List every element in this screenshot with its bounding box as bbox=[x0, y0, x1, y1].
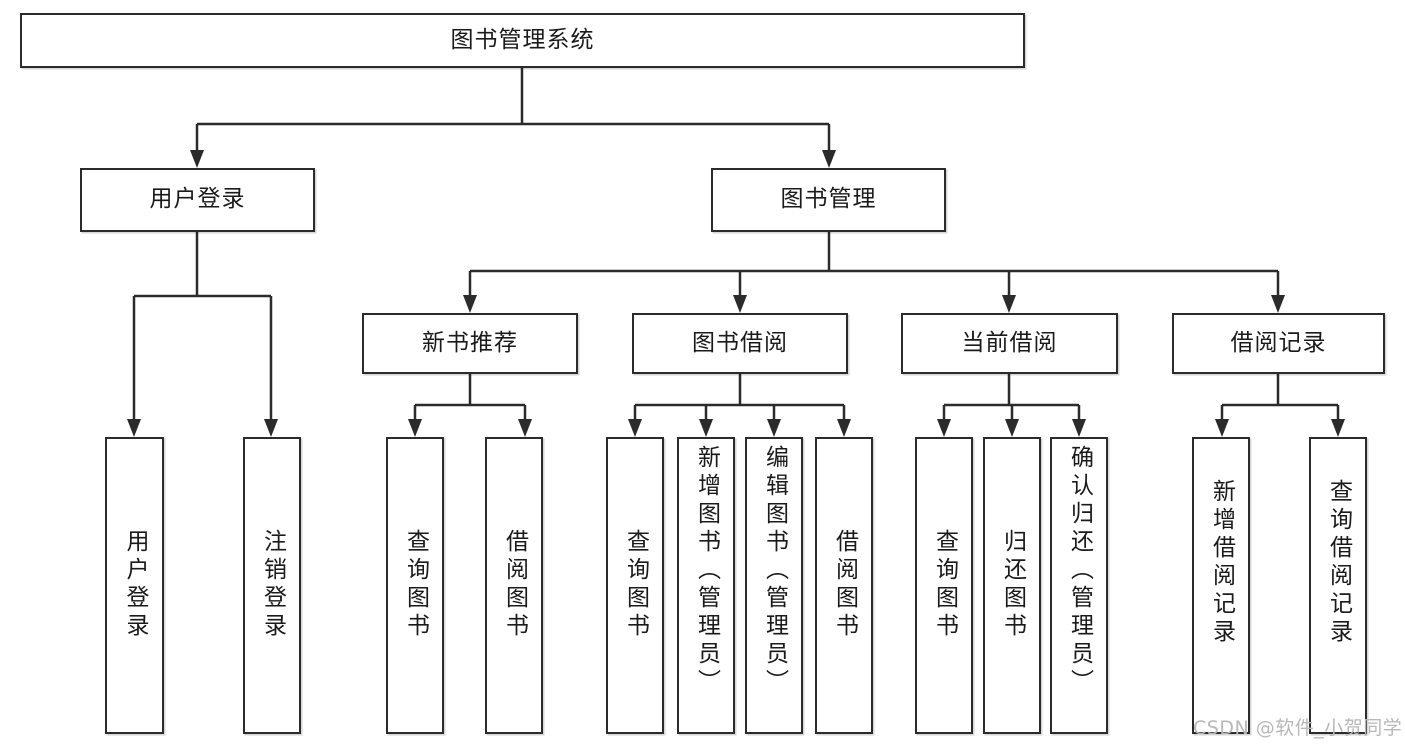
arrowhead-record bbox=[1271, 295, 1285, 313]
node-label: 编辑图书（管理员） bbox=[761, 445, 788, 697]
node-label: 借阅记录 bbox=[1230, 329, 1327, 356]
leaf-borrow-add-book-admin[interactable]: 新增图书（管理员） bbox=[677, 437, 735, 734]
node-label: 注销登录 bbox=[259, 529, 286, 641]
leaf-borrow-query-book[interactable]: 查询图书 bbox=[606, 437, 664, 734]
leaf-current-confirm-return-admin[interactable]: 确认归还（管理员） bbox=[1050, 437, 1108, 734]
leaf-user-login-logout[interactable]: 注销登录 bbox=[243, 437, 301, 734]
arrowhead-newbook bbox=[463, 295, 477, 313]
leaf-current-return-book[interactable]: 归还图书 bbox=[983, 437, 1041, 734]
leaf-borrow-borrow-book[interactable]: 借阅图书 bbox=[815, 437, 873, 734]
leaf-user-login-login[interactable]: 用户登录 bbox=[105, 437, 164, 734]
node-label: 用户登录 bbox=[122, 529, 148, 641]
node-label: 借阅图书 bbox=[831, 529, 858, 641]
node-label: 查询图书 bbox=[402, 529, 429, 641]
node-label: 确认归还（管理员） bbox=[1066, 445, 1093, 697]
arrowhead-leaf-borrow-2 bbox=[699, 419, 713, 437]
arrowhead-leaf-record-2 bbox=[1331, 419, 1345, 437]
node-book-borrow[interactable]: 图书借阅 bbox=[632, 313, 848, 374]
arrowhead-leaf-borrow-3 bbox=[767, 419, 781, 437]
node-root-system[interactable]: 图书管理系统 bbox=[20, 13, 1025, 68]
arrowhead-leaf-newbook-2 bbox=[518, 419, 532, 437]
csdn-watermark: CSDN @软件_小贺同学 bbox=[1193, 717, 1403, 739]
leaf-borrow-edit-book-admin[interactable]: 编辑图书（管理员） bbox=[745, 437, 803, 734]
leaf-record-add-record[interactable]: 新增借阅记录 bbox=[1192, 437, 1250, 734]
arrowhead-current bbox=[1002, 295, 1016, 313]
node-label: 图书管理系统 bbox=[450, 26, 595, 53]
arrowhead-leaf-newbook-1 bbox=[408, 419, 422, 437]
node-label: 用户登录 bbox=[149, 186, 246, 213]
arrowhead-leaf-current-1 bbox=[937, 419, 951, 437]
node-new-book-recommend[interactable]: 新书推荐 bbox=[362, 313, 578, 374]
arrowhead-borrow bbox=[733, 295, 747, 313]
arrowhead-leaf-borrow-1 bbox=[628, 419, 642, 437]
arrowhead-leaf-borrow-4 bbox=[837, 419, 851, 437]
leaf-new-book-borrow[interactable]: 借阅图书 bbox=[485, 437, 543, 734]
node-user-login[interactable]: 用户登录 bbox=[80, 168, 315, 232]
arrowhead-bookmgmt bbox=[822, 150, 836, 168]
node-label: 查询图书 bbox=[931, 529, 958, 641]
leaf-current-query-book[interactable]: 查询图书 bbox=[915, 437, 973, 734]
node-book-management[interactable]: 图书管理 bbox=[711, 168, 946, 232]
node-label: 借阅图书 bbox=[501, 529, 528, 641]
node-label: 图书借阅 bbox=[692, 329, 788, 356]
leaf-new-book-query[interactable]: 查询图书 bbox=[386, 437, 444, 734]
arrowhead-leaf-record-1 bbox=[1215, 419, 1229, 437]
node-label: 当前借阅 bbox=[961, 329, 1058, 356]
node-label: 查询图书 bbox=[622, 529, 649, 641]
leaf-record-query-record[interactable]: 查询借阅记录 bbox=[1309, 437, 1367, 734]
node-current-borrow[interactable]: 当前借阅 bbox=[901, 313, 1118, 374]
node-label: 查询借阅记录 bbox=[1325, 479, 1352, 647]
arrowhead-leaf-current-3 bbox=[1072, 419, 1086, 437]
node-label: 归还图书 bbox=[999, 529, 1026, 641]
node-label: 新增借阅记录 bbox=[1208, 479, 1235, 647]
node-borrow-record[interactable]: 借阅记录 bbox=[1172, 313, 1385, 374]
node-label: 新增图书（管理员） bbox=[693, 445, 720, 697]
arrowhead-leaf-userlogin-1 bbox=[127, 419, 141, 437]
arrowhead-userlogin bbox=[190, 150, 204, 168]
arrowhead-leaf-current-2 bbox=[1005, 419, 1019, 437]
node-label: 新书推荐 bbox=[422, 329, 518, 356]
arrowhead-leaf-userlogin-2 bbox=[264, 419, 278, 437]
node-label: 图书管理 bbox=[780, 186, 877, 213]
